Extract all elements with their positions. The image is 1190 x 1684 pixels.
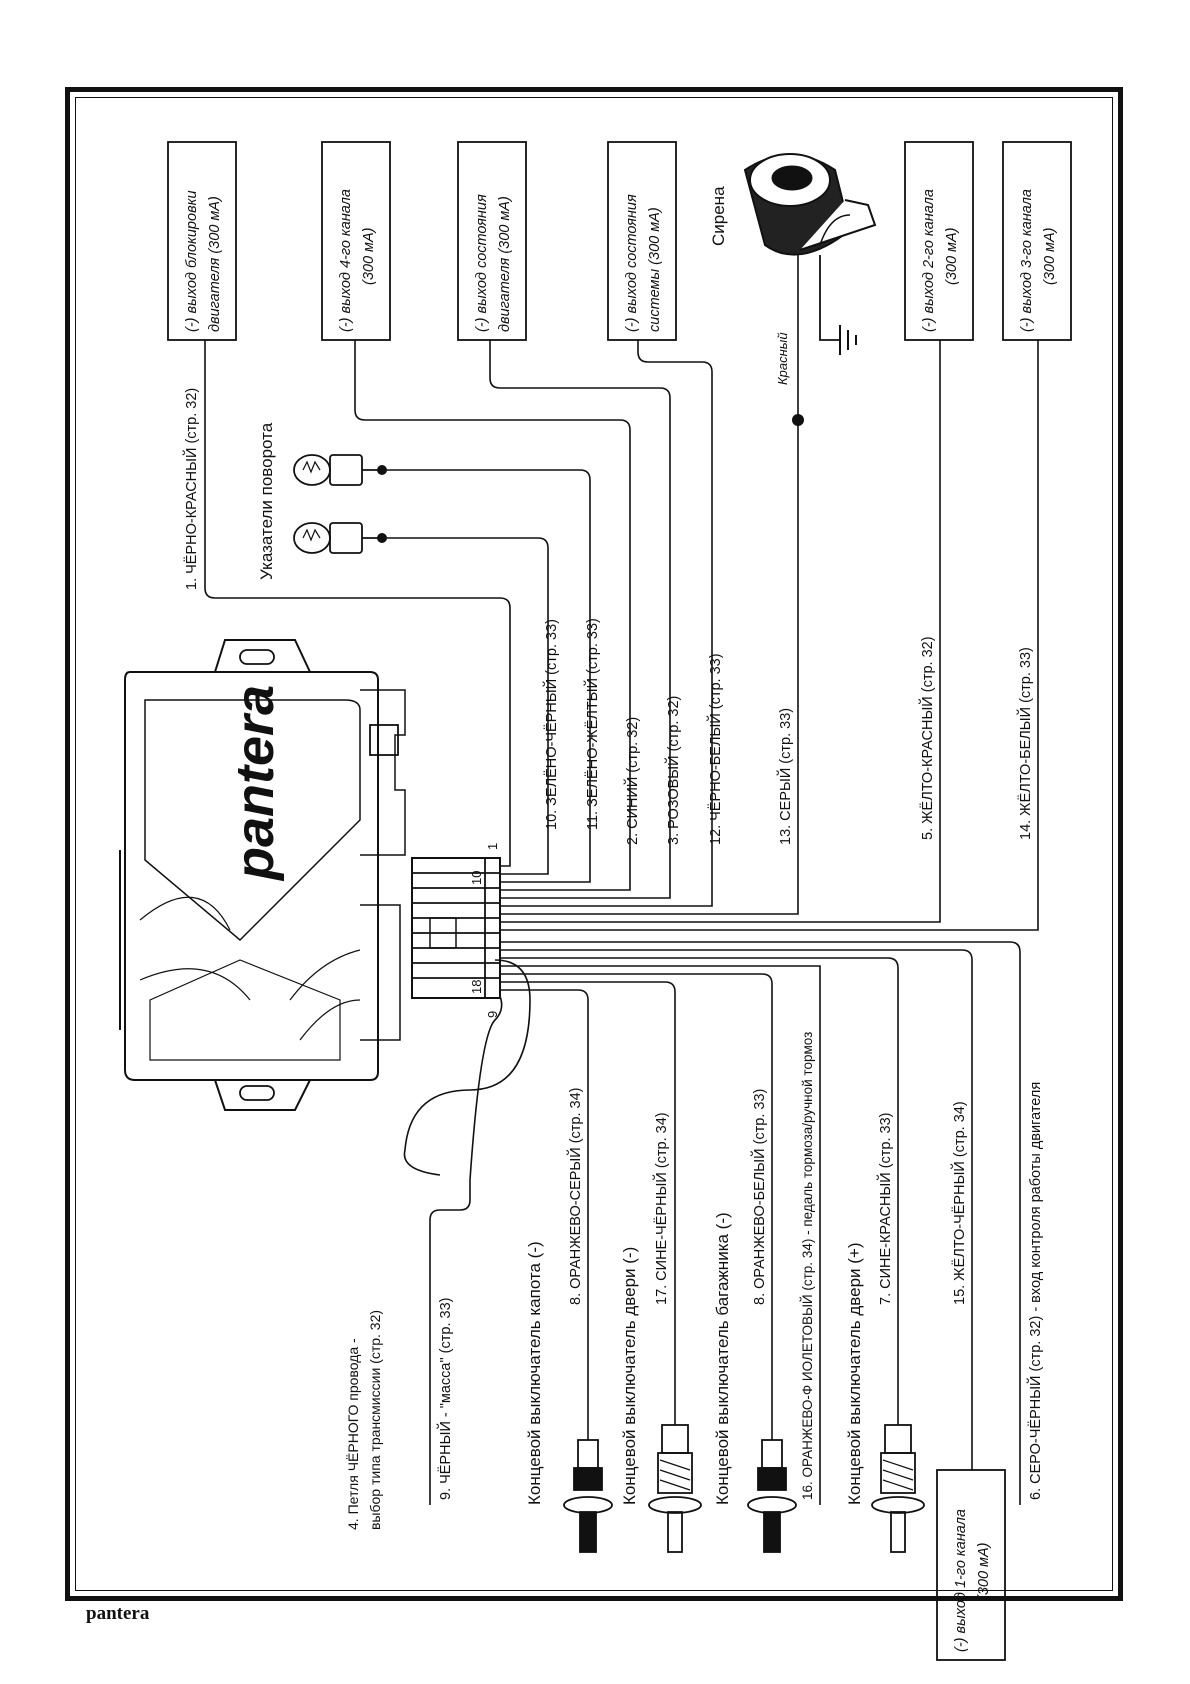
switch-titles: Концевой выключатель капота (-) Концевой… xyxy=(525,1212,864,1505)
turn-signals-title: Указатели поворота xyxy=(257,422,276,580)
engine-status-line1: (-) выход состояния xyxy=(474,194,490,332)
pin-10-label: 10 xyxy=(469,871,484,885)
siren-wire-label: Красный xyxy=(775,332,790,385)
output-boxes-top xyxy=(167,141,1072,341)
channel1-line1: (-) выход 1-го канала xyxy=(953,1509,969,1652)
wire-label-1: 1. ЧЁРНО-КРАСНЫЙ (стр. 32) xyxy=(182,388,200,590)
system-status-line2: системы (300 мА) xyxy=(647,207,663,332)
wire-label-12: 12. ЧЁРНО-БЕЛЫЙ (стр. 33) xyxy=(706,653,724,845)
pin-9-label: 9 xyxy=(485,1011,500,1018)
wire-label-10: 10. ЗЕЛЁНО-ЧЁРНЫЙ (стр. 33) xyxy=(542,619,560,830)
channel3-line1: (-) выход 3-го канала xyxy=(1019,189,1035,332)
channel1-line2: (300 мА) xyxy=(976,1543,992,1601)
channel4-line1: (-) выход 4-го канала xyxy=(338,189,354,332)
channel2-line2: (300 мА) xyxy=(944,228,960,286)
switch-sensors xyxy=(563,1424,925,1553)
engine-status-line2: двигателя (300 мА) xyxy=(497,196,513,332)
trunk-switch-label: Концевой выключатель багажника (-) xyxy=(713,1212,732,1505)
door-switch-neg-label: Концевой выключатель двери (-) xyxy=(620,1247,639,1505)
wire-label-16: 16. ОРАНЖЕВО-Ф ИОЛЕТОВЫЙ (стр. 34) - пед… xyxy=(800,1032,815,1500)
wire-label-15: 15. ЖЁЛТО-ЧЁРНЫЙ (стр. 34) xyxy=(950,1101,968,1305)
wire-label-8a: 8. ОРАНЖЕВО-СЕРЫЙ (стр. 34) xyxy=(566,1088,584,1306)
wire-label-13: 13. СЕРЫЙ (стр. 33) xyxy=(776,708,794,845)
siren xyxy=(743,153,877,355)
loop-label-line2: выбор типа трансмиссии (стр. 32) xyxy=(367,1310,383,1530)
wire-label-3: 3. РОЗОВЫЙ (стр. 32) xyxy=(664,696,682,845)
outer-frame xyxy=(65,87,1123,1601)
engine-block-line2: двигателя (300 мА) xyxy=(207,196,223,332)
wire-label-7: 7. СИНЕ-КРАСНЫЙ (стр. 33) xyxy=(876,1112,894,1305)
wire-label-5: 5. ЖЁЛТО-КРАСНЫЙ (стр. 32) xyxy=(918,636,936,840)
output-box-channel-1 xyxy=(936,1469,1006,1661)
bottom-wires xyxy=(403,941,1021,1505)
channel4-line2: (300 мА) xyxy=(361,228,377,286)
control-unit xyxy=(119,639,406,1111)
system-status-line1: (-) выход состояния xyxy=(624,194,640,332)
inner-frame xyxy=(75,97,1113,1591)
wire-label-9: 9. ЧЁРНЫЙ - "масса" (стр. 33) xyxy=(436,1298,454,1500)
turn-signal-bulbs xyxy=(293,454,382,554)
top-wires xyxy=(204,250,1039,931)
hood-switch-label: Концевой выключатель капота (-) xyxy=(525,1241,544,1505)
loop-label-line1: 4. Петля ЧЁРНОГО провода - xyxy=(345,1338,361,1530)
wire-label-17: 17. СИНЕ-ЧЁРНЫЙ (стр. 34) xyxy=(652,1112,670,1305)
door-switch-pos-label: Концевой выключатель двери (+) xyxy=(845,1243,864,1506)
bottom-wire-labels: 9. ЧЁРНЫЙ - "масса" (стр. 33) 8. ОРАНЖЕВ… xyxy=(436,1032,1044,1500)
wire-label-14: 14. ЖЁЛТО-БЕЛЫЙ (стр. 33) xyxy=(1016,647,1034,840)
pin-1-label: 1 xyxy=(485,843,500,850)
wire-label-2: 2. СИНИЙ (стр. 32) xyxy=(623,717,641,845)
wire-label-11: 11. ЗЕЛЁНО-ЖЁЛТЫЙ (стр. 33) xyxy=(583,618,601,830)
brand-logo: pantera xyxy=(225,685,285,882)
wire-label-6: 6. СЕРО-ЧЁРНЫЙ (стр. 32) - вход контроля… xyxy=(1026,1082,1044,1500)
top-wire-labels: 1. ЧЁРНО-КРАСНЫЙ (стр. 32) 10. ЗЕЛЁНО-ЧЁ… xyxy=(182,388,1034,845)
channel3-line2: (300 мА) xyxy=(1042,228,1058,286)
wire-label-8b: 8. ОРАНЖЕВО-БЕЛЫЙ (стр. 33) xyxy=(750,1089,768,1305)
top-box-labels: (-) выход блокировки двигателя (300 мА) … xyxy=(184,189,1058,1652)
pin-18-label: 18 xyxy=(469,980,484,994)
engine-block-line1: (-) выход блокировки xyxy=(184,190,200,332)
footer-logo: pantera xyxy=(86,1603,150,1624)
siren-title: Сирена xyxy=(709,186,728,246)
channel2-line1: (-) выход 2-го канала xyxy=(921,189,937,332)
connector-18pin xyxy=(411,857,501,999)
